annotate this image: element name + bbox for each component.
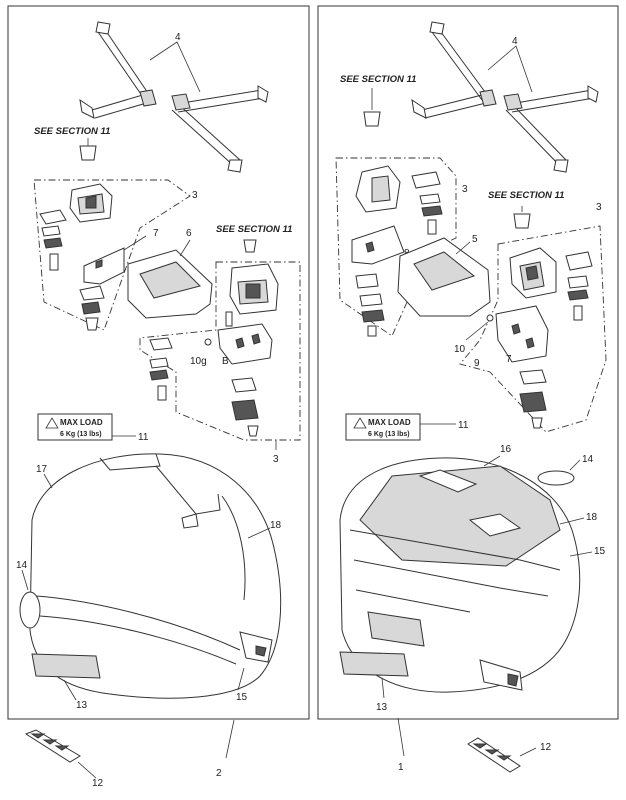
see-section-label-right-mid: SEE SECTION 11 <box>488 190 564 201</box>
callout-3-left-top: 3 <box>192 190 198 201</box>
callout-1: 1 <box>398 762 404 773</box>
right-reflective-strip-12 <box>467 737 521 773</box>
callout-3-right-top: 3 <box>462 184 468 195</box>
left-reflective-strip-12 <box>24 729 81 763</box>
right-assembly-frame <box>317 5 619 720</box>
right-mount-bracket-8 <box>351 225 405 265</box>
left-assembly-frame <box>7 5 310 720</box>
see-section-label-left-mid: SEE SECTION 11 <box>216 224 292 235</box>
max-load-label-left: MAX LOAD 6 Kg (13 lbs) <box>37 413 113 441</box>
callout-10g-left: 10g <box>190 356 207 367</box>
left-group-3-outline <box>33 179 191 331</box>
callout-12-left: 12 <box>92 778 104 789</box>
callout-6-left: 6 <box>186 228 192 239</box>
svg-text:MAX LOAD: MAX LOAD <box>368 418 411 427</box>
svg-text:MAX LOAD: MAX LOAD <box>60 418 103 427</box>
callout-16-right: 16 <box>500 444 512 455</box>
left-bracket-set <box>79 21 269 173</box>
grommet-right-mid <box>513 213 531 229</box>
left-hinge-lower <box>229 263 279 315</box>
callout-14-left: 14 <box>16 560 28 571</box>
svg-text:6 Kg (13 lbs): 6 Kg (13 lbs) <box>60 431 102 438</box>
callout-10-right: 10 <box>454 344 466 355</box>
callout-4-right: 4 <box>512 36 518 47</box>
right-case-body-16 <box>339 457 581 693</box>
callout-3-right-bottom: 3 <box>596 202 602 213</box>
right-decal-13 <box>339 651 409 677</box>
callout-18-left: 18 <box>270 520 282 531</box>
callout-7-right: 7 <box>506 354 512 365</box>
callout-14-right: 14 <box>582 454 594 465</box>
callout-9-right: 9 <box>474 358 480 369</box>
callout-18-right: 18 <box>586 512 598 523</box>
left-reflector-14 <box>19 591 41 629</box>
right-mount-bracket-7 <box>495 305 549 363</box>
right-hinge-upper <box>355 165 401 213</box>
svg-text:6 Kg (13 lbs): 6 Kg (13 lbs) <box>368 431 410 438</box>
max-load-label-right: MAX LOAD 6 Kg (13 lbs) <box>345 413 421 441</box>
callout-B-left: B <box>222 356 229 367</box>
left-mount-bracket-7 <box>83 247 125 285</box>
grommet-left-mid <box>243 239 257 253</box>
callout-13-right: 13 <box>376 702 388 713</box>
left-case-body-17 <box>29 453 282 699</box>
left-hinge-upper <box>69 183 113 223</box>
callout-4-left: 4 <box>175 32 181 43</box>
see-section-label-left-top: SEE SECTION 11 <box>34 126 110 137</box>
grommet-right-top <box>363 111 381 127</box>
callout-11-right: 11 <box>458 420 469 431</box>
left-decal-13 <box>31 653 101 679</box>
see-section-label-right-top: SEE SECTION 11 <box>340 74 416 85</box>
callout-5-right: 5 <box>472 234 478 245</box>
left-group-3b-outline <box>139 261 301 441</box>
right-reflector-14 <box>537 470 575 486</box>
callout-15-right: 15 <box>594 546 606 557</box>
callout-7-left: 7 <box>153 228 159 239</box>
callout-2: 2 <box>216 768 222 779</box>
callout-3-left-bottom: 3 <box>273 454 279 465</box>
grommet-left-top <box>79 145 97 161</box>
callout-12-right: 12 <box>540 742 552 753</box>
callout-13-left: 13 <box>76 700 88 711</box>
callout-17-left: 17 <box>36 464 48 475</box>
callout-15-left: 15 <box>236 692 248 703</box>
right-bracket-set <box>411 21 599 173</box>
right-hinge-lower <box>509 247 557 299</box>
callout-11-left: 11 <box>138 432 149 443</box>
